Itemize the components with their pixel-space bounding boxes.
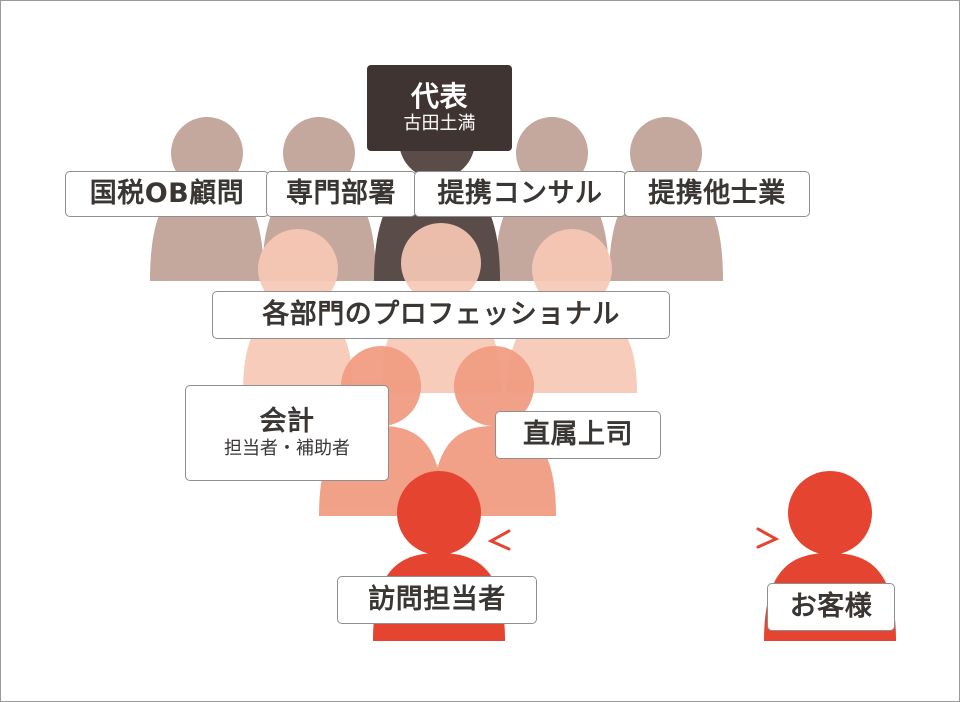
speech-mark-left	[487, 529, 511, 551]
label-direct-boss: 直属上司	[495, 411, 661, 459]
label-tax-ob-advisor: 国税OB顧問	[65, 171, 269, 217]
label-customer: お客様	[767, 583, 895, 631]
label-accounting: 会計 担当者・補助者	[185, 385, 389, 481]
label-specialist-dept: 専門部署	[266, 171, 416, 217]
speech-mark-right	[756, 527, 780, 549]
representative-title: 代表	[410, 80, 468, 113]
label-partner-professional: 提携他士業	[624, 171, 810, 217]
label-representative: 代表 古田土満	[367, 65, 512, 151]
label-visitor: 訪問担当者	[337, 576, 537, 624]
label-dept-professionals: 各部門のプロフェッショナル	[212, 291, 670, 339]
representative-name: 古田土満	[403, 113, 476, 134]
label-partner-consultant: 提携コンサル	[414, 171, 626, 217]
